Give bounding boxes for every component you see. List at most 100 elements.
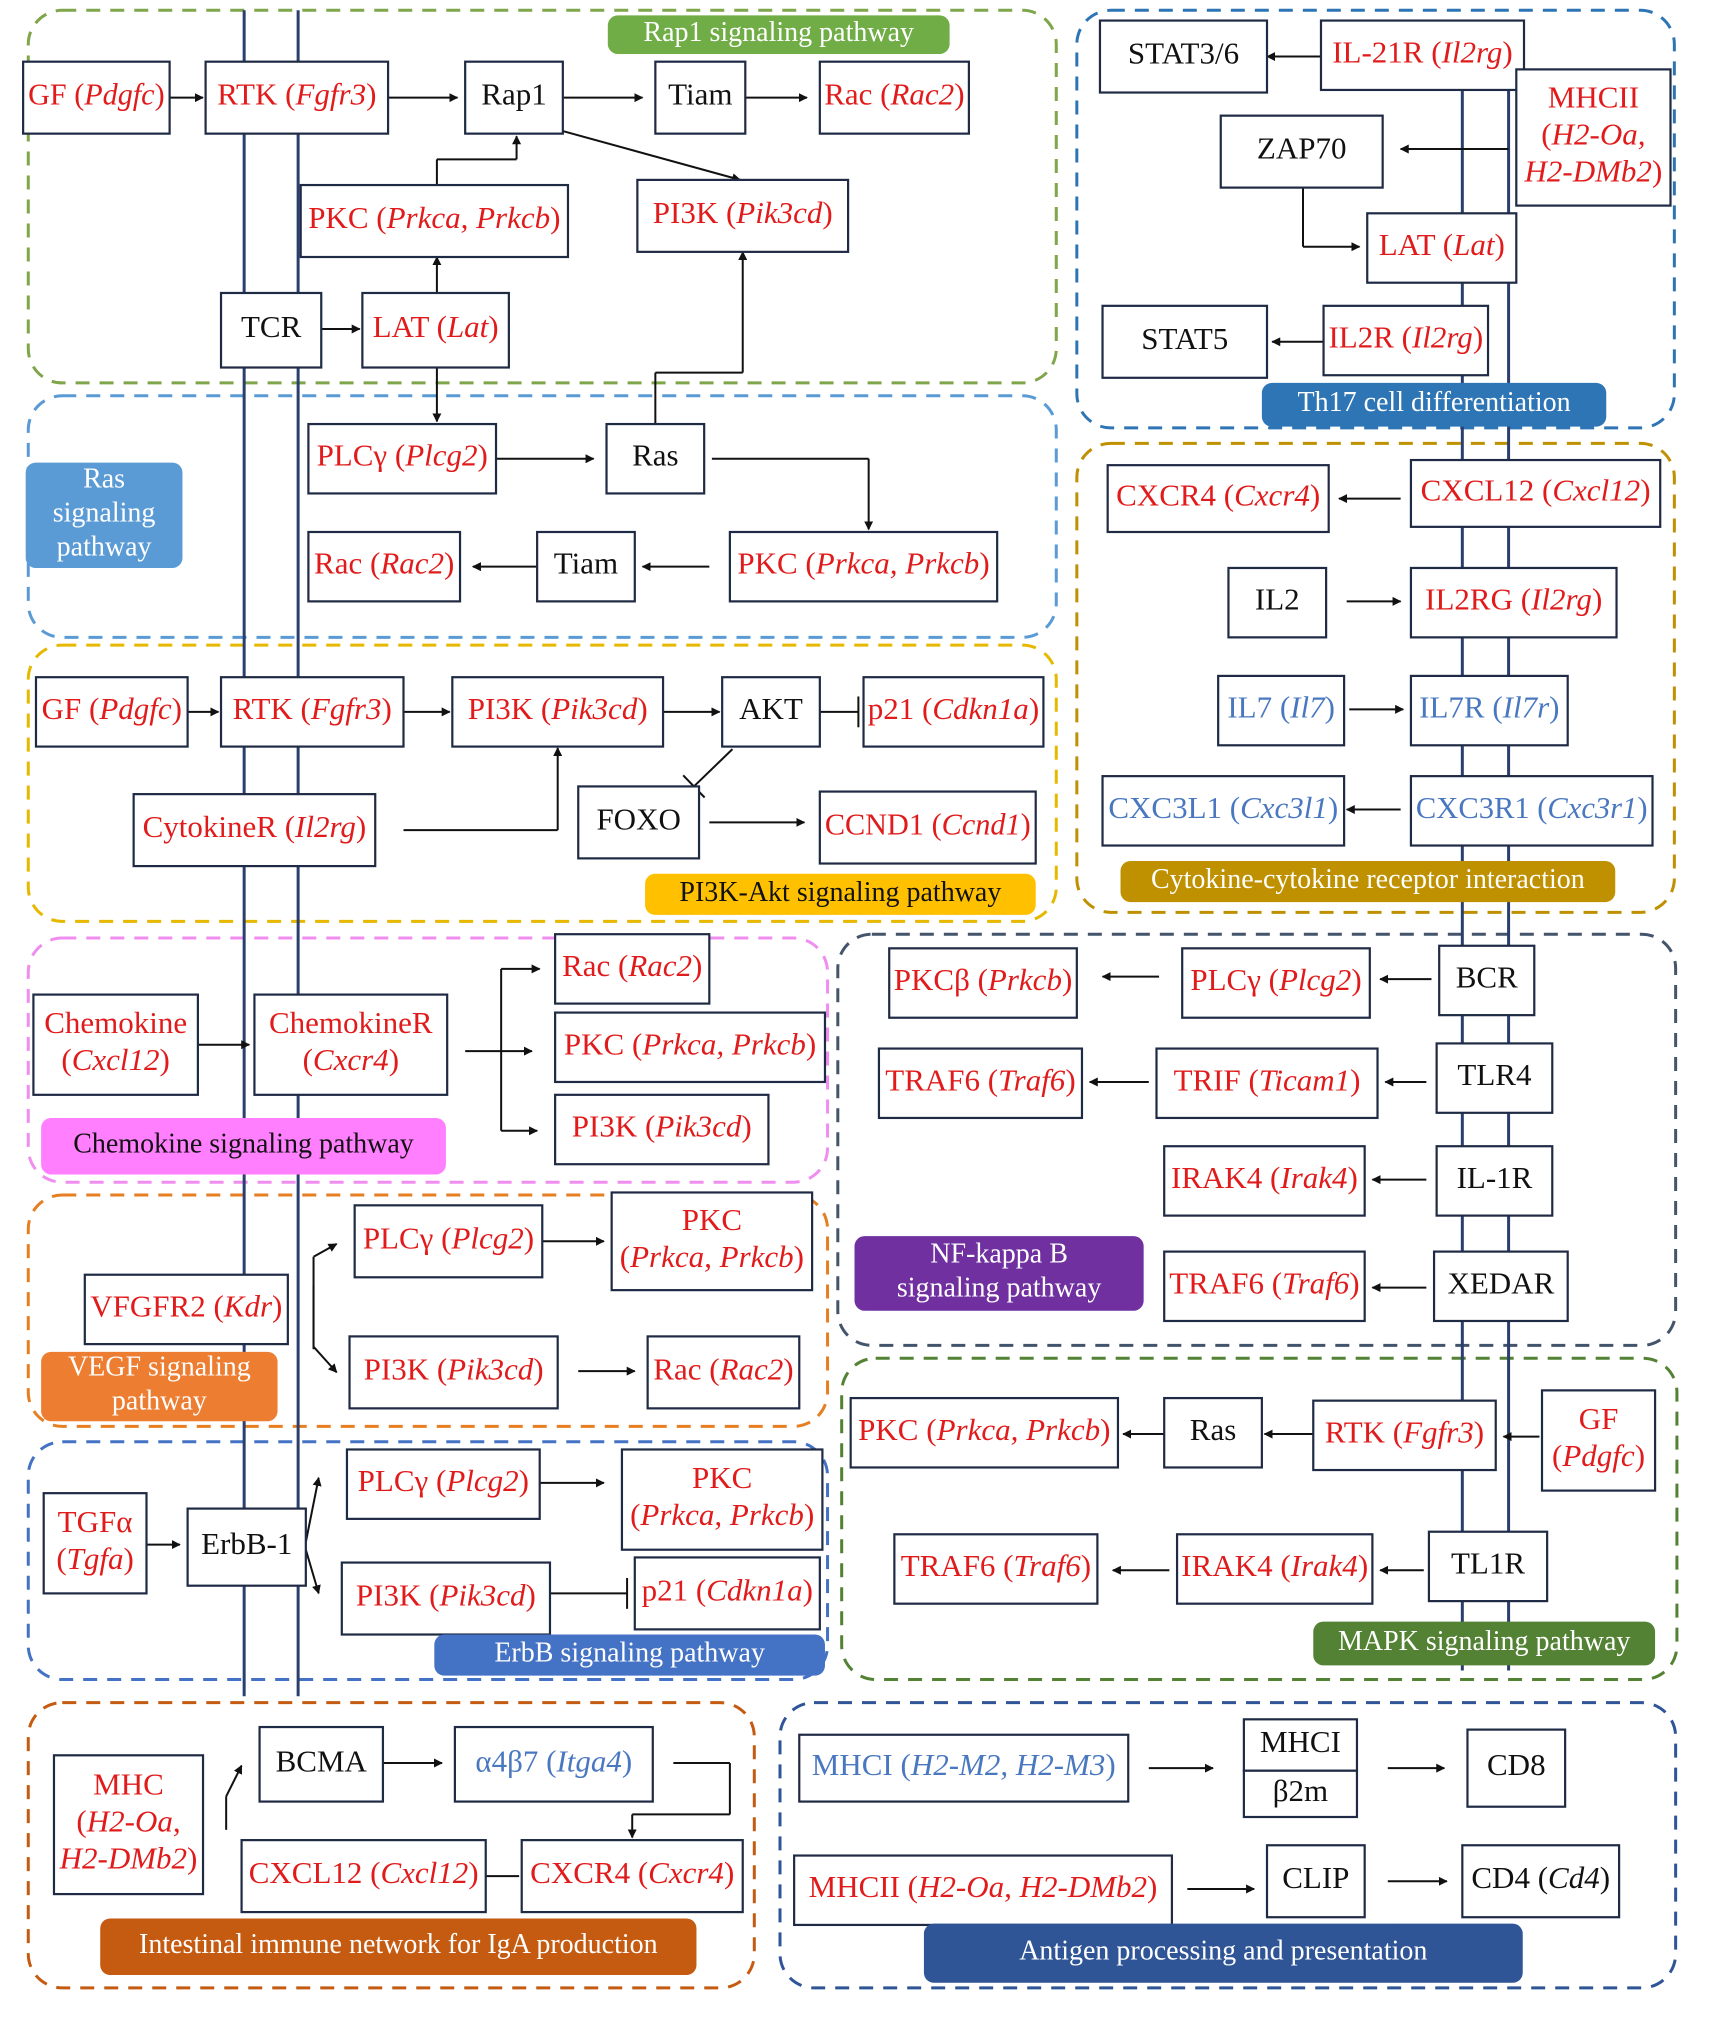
gene-node[interactable]: XEDAR xyxy=(1432,1250,1569,1323)
gene-node[interactable]: Ras xyxy=(605,422,706,495)
gene-node[interactable]: p21 (Cdkn1a) xyxy=(862,676,1045,748)
gene-node[interactable]: TLR4 xyxy=(1435,1042,1554,1114)
gene-node[interactable]: TRIF (Ticam1) xyxy=(1155,1047,1379,1120)
node-box xyxy=(1409,674,1569,747)
node-box xyxy=(554,933,711,1005)
node-label: TL1R xyxy=(1451,1546,1525,1581)
gene-node[interactable]: PKC (Prkca, Prkcb) xyxy=(554,1011,827,1084)
gene-node[interactable]: MHCII (H2-Oa, H2-DMb2) xyxy=(793,1854,1174,1927)
gene-node[interactable]: Tiam xyxy=(654,60,747,135)
gene-node[interactable]: VFGFR2 (Kdr) xyxy=(83,1273,289,1346)
gene-node[interactable]: BCMA xyxy=(258,1725,385,1803)
region-mapk xyxy=(840,1356,1679,1681)
gene-node[interactable]: PLCγ (Plcg2) xyxy=(307,422,498,495)
gene-node[interactable]: PLCγ (Plcg2) xyxy=(1181,947,1371,1019)
node-box xyxy=(307,530,462,603)
node-box xyxy=(818,790,1037,865)
gene-node[interactable]: TCR xyxy=(219,291,323,369)
gene-node[interactable]: AKT xyxy=(721,676,821,748)
gene-node[interactable]: MHCII(H2-Oa,H2-DMb2) xyxy=(1515,68,1672,207)
node-label: (H2-Oa, xyxy=(1541,117,1645,152)
gene-node[interactable]: IL-21R (Il2rg) xyxy=(1319,19,1526,92)
gene-node[interactable]: MHC(H2-Oa,H2-DMb2) xyxy=(52,1754,205,1896)
gene-node[interactable]: STAT5 xyxy=(1101,304,1269,379)
gene-node[interactable]: PI3K (Pik3cd) xyxy=(348,1335,559,1410)
gene-node[interactable]: CXCR4 (Cxcr4) xyxy=(1106,464,1330,534)
gene-node[interactable]: PKC(Prkca, Prkcb) xyxy=(620,1448,824,1551)
gene-node[interactable]: PI3K (Pik3cd) xyxy=(636,178,850,253)
node-label: RTK (Fgfr3) xyxy=(217,77,376,112)
gene-node[interactable]: Chemokine(Cxcl12) xyxy=(32,993,199,1096)
gene-node[interactable]: ErbB-1 xyxy=(186,1507,307,1587)
gene-node[interactable]: GF (Pdgfc) xyxy=(22,60,171,135)
gene-node[interactable]: GF(Pdgfc) xyxy=(1540,1389,1657,1492)
gene-node[interactable]: PI3K (Pik3cd) xyxy=(340,1561,552,1636)
gene-node[interactable]: RTK (Fgfr3) xyxy=(219,676,405,748)
gene-node[interactable]: IL7R (Il7r) xyxy=(1409,674,1569,747)
gene-node[interactable]: Tiam xyxy=(536,530,636,603)
gene-node[interactable]: CXC3L1 (Cxc3l1) xyxy=(1101,775,1346,847)
gene-node[interactable]: IRAK4 (Irak4) xyxy=(1163,1145,1366,1217)
gene-node[interactable]: PLCγ (Plcg2) xyxy=(345,1448,541,1520)
gene-node[interactable]: TRAF6 (Traf6) xyxy=(877,1047,1084,1120)
gene-node[interactable]: Ras xyxy=(1163,1396,1263,1469)
gene-node[interactable]: BCR xyxy=(1438,944,1536,1017)
gene-node[interactable]: IL7 (Il7) xyxy=(1217,674,1346,747)
gene-node[interactable]: CLIP xyxy=(1265,1844,1366,1919)
gene-node[interactable]: PKC (Prkca, Prkcb) xyxy=(728,530,999,603)
gene-node[interactable]: PI3K (Pik3cd) xyxy=(451,676,665,748)
node-label: MHCI xyxy=(1260,1724,1341,1759)
gene-node[interactable]: TRAF6 (Traf6) xyxy=(1163,1250,1366,1323)
gene-node[interactable]: LAT (Lat) xyxy=(1366,212,1518,284)
gene-node[interactable]: PI3K (Pik3cd) xyxy=(554,1093,770,1166)
gene-node[interactable]: p21 (Cdkn1a) xyxy=(633,1556,821,1631)
gene-node[interactable]: PKC(Prkca, Prkcb) xyxy=(610,1191,814,1292)
gene-node[interactable]: CytokineR (Il2rg) xyxy=(132,793,377,868)
gene-node[interactable]: TGFα(Tgfa) xyxy=(42,1492,148,1595)
gene-node[interactable]: MHCI xyxy=(1242,1718,1359,1772)
gene-node[interactable]: Rac (Rac2) xyxy=(554,933,711,1005)
gene-node[interactable]: PKC (Prkca, Prkcb) xyxy=(849,1396,1120,1469)
gene-node[interactable]: CD8 xyxy=(1466,1728,1567,1808)
gene-node[interactable]: β2m xyxy=(1242,1769,1359,1819)
gene-node[interactable]: FOXO xyxy=(577,785,701,860)
gene-node[interactable]: IRAK4 (Irak4) xyxy=(1175,1533,1374,1605)
gene-node[interactable]: RTK (Fgfr3) xyxy=(1312,1399,1497,1472)
node-box xyxy=(1217,674,1346,747)
node-box xyxy=(1163,1145,1366,1217)
node-box xyxy=(888,947,1078,1019)
gene-node[interactable]: Rap1 xyxy=(464,60,564,135)
gene-node[interactable]: MHCI (H2-M2, H2-M3) xyxy=(798,1733,1130,1803)
gene-node[interactable]: ZAP70 xyxy=(1219,114,1384,189)
gene-node[interactable]: CXC3R1 (Cxc3r1) xyxy=(1409,775,1654,847)
gene-node[interactable]: PLCγ (Plcg2) xyxy=(353,1204,544,1279)
gene-node[interactable]: α4β7 (Itga4) xyxy=(453,1725,654,1803)
gene-node[interactable]: CXCL12 (Cxcl12) xyxy=(1409,458,1662,528)
gene-node[interactable]: IL2RG (Il2rg) xyxy=(1409,566,1618,639)
gene-node[interactable]: IL2 xyxy=(1227,566,1328,639)
gene-node[interactable]: LAT (Lat) xyxy=(361,291,510,369)
gene-node[interactable]: PKCβ (Prkcb) xyxy=(888,947,1078,1019)
node-box xyxy=(636,178,850,253)
gene-node[interactable]: CXCR4 (Cxcr4) xyxy=(520,1839,744,1914)
gene-node[interactable]: CXCL12 (Cxcl12) xyxy=(240,1839,487,1914)
gene-node[interactable]: Rac (Rac2) xyxy=(818,60,970,135)
gene-node[interactable]: RTK (Fgfr3) xyxy=(204,60,390,135)
node-box xyxy=(52,1754,205,1896)
gene-node[interactable]: Rac (Rac2) xyxy=(307,530,462,603)
node-label: PI3K (Pik3cd) xyxy=(468,691,648,726)
gene-node[interactable]: STAT3/6 xyxy=(1098,19,1269,94)
gene-node[interactable]: IL2R (Il2rg) xyxy=(1322,304,1490,377)
gene-node[interactable]: TRAF6 (Traf6) xyxy=(893,1533,1099,1605)
gene-node[interactable]: ChemokineR(Cxcr4) xyxy=(253,993,449,1096)
pathway-title: Th17 cell differentiation xyxy=(1297,387,1570,418)
gene-node[interactable]: PKC (Prkca, Prkcb) xyxy=(299,183,570,259)
gene-node[interactable]: GF (Pdgfc) xyxy=(34,676,189,748)
gene-node[interactable]: CD4 (Cd4) xyxy=(1461,1844,1621,1919)
gene-node[interactable]: CCND1 (Ccnd1) xyxy=(818,790,1037,865)
gene-node[interactable]: TL1R xyxy=(1427,1530,1549,1603)
gene-node[interactable]: IL-1R xyxy=(1435,1145,1554,1217)
gene-node[interactable]: Rac (Rac2) xyxy=(646,1335,801,1410)
